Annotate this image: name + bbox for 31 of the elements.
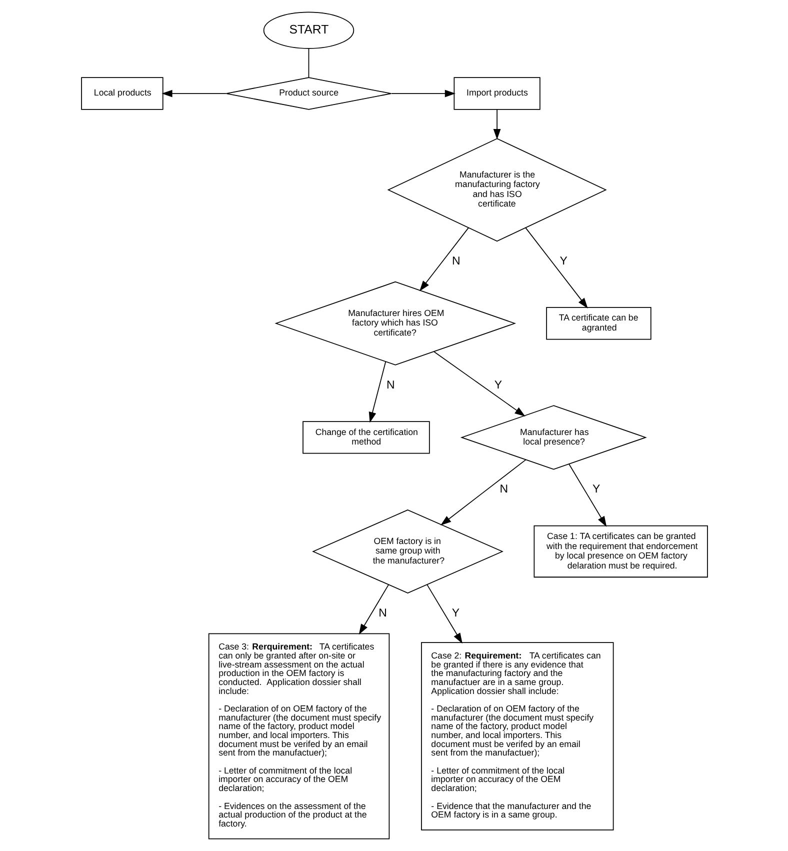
node-box: Case 1: TA certificates can be granted with the requirement that endorcement by local presence on OEM factory delaration must be required. (533, 525, 708, 578)
node-diamond: OEM factory is in same group with the manufacturer? (312, 509, 503, 594)
edge-label: N (499, 484, 508, 496)
arrow (390, 90, 456, 98)
node-diamond: Product source (225, 77, 392, 110)
arrow (426, 584, 462, 644)
edge-label: N (451, 256, 460, 268)
edge-label: Y (559, 256, 567, 268)
node-diamond: Manufacturer is the manufacturing factory and has ISO certificate (386, 138, 606, 242)
node-box: Local products (80, 77, 163, 110)
node-ellipse: START (262, 12, 354, 49)
arrow (368, 361, 386, 423)
node-box: Case 3: Rerquirement: TA certificates can only be granted after on-site or live-stream assessment on the actual production in the OEM factory is conducted. Application dossier shall include: - Declaration of on OEM factory of the manufacturer (the document must specify name of the factory, product model number, and local importers. This document must be verifed by an email sent from the manufactuer); - Letter of commitment of the local importer on accuracy of the OEM declaration; - Evidences on the assessment of the actual production of the product at the factory. (208, 633, 390, 840)
node-box: Case 2: Requirement: TA certificates can be granted if there is any evidence that the manufacturing factory and the manufactuer are in a same group. Application dossier shall include: - Declaration of on OEM factory of the manufacturer (the document must specify name of the factory, product model number, and local importers. This document must be verifed by an email sent from the manufactuer); - Letter of commitment of the local importer on accuracy of the OEM declaration; - Evidence that the manufacturer and the OEM factory is in a same group. (420, 642, 614, 830)
arrow (492, 109, 500, 140)
edge-label: Y (592, 484, 600, 496)
edge-label: N (386, 379, 394, 392)
edge-label: Y (451, 607, 459, 620)
node-box: Import products (453, 77, 540, 110)
node-box: Change of the certification method (302, 421, 430, 454)
arrow (433, 351, 525, 416)
edge-label: N (378, 607, 386, 620)
arrow (440, 459, 526, 526)
arrow (161, 90, 226, 98)
arrow (418, 227, 468, 292)
node-box: TA certificate can be agranted (546, 307, 651, 340)
edge-label: Y (494, 379, 502, 392)
arrow (568, 464, 606, 527)
connector (308, 48, 309, 78)
arrow (524, 227, 588, 308)
arrow (358, 584, 389, 635)
